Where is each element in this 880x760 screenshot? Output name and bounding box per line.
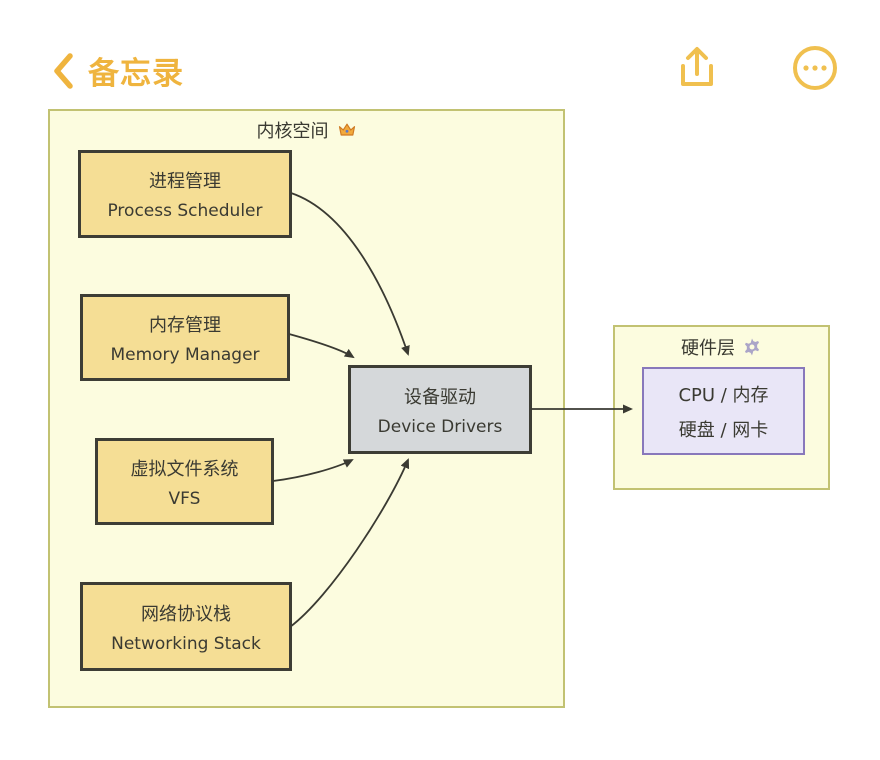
node-label-en: Memory Manager — [110, 344, 260, 365]
more-options-icon[interactable] — [791, 44, 839, 92]
node-label-en: Networking Stack — [111, 633, 261, 654]
node-label-zh: 内存管理 — [149, 314, 221, 336]
kernel-space-title: 内核空间 — [50, 117, 563, 143]
node-label-zh: 网络协议栈 — [141, 603, 231, 625]
hardware-layer-container: 硬件层 CPU / 内存 硬盘 / 网卡 — [613, 325, 830, 490]
chip-line-1: CPU / 内存 — [678, 384, 769, 406]
node-label-zh: 进程管理 — [149, 171, 221, 192]
crown-icon — [338, 123, 355, 136]
share-icon[interactable] — [673, 44, 721, 92]
node-label-zh: 虚拟文件系统 — [130, 458, 239, 480]
node-label-zh: 设备驱动 — [404, 386, 476, 408]
node-networking-stack: 网络协议栈 Networking Stack — [80, 582, 292, 671]
node-process-scheduler: 进程管理 Process Scheduler — [78, 150, 292, 238]
node-memory-manager: 内存管理 Memory Manager — [80, 294, 290, 381]
back-button-label: 备忘录 — [88, 56, 184, 92]
kernel-space-container: 内核空间 进程管理 Process Scheduler 内存管理 Memory … — [48, 109, 565, 708]
navigation-bar: 备忘录 — [0, 0, 880, 100]
node-vfs: 虚拟文件系统 VFS — [95, 438, 274, 525]
chevron-left-icon — [54, 52, 73, 89]
kernel-space-title-text: 内核空间 — [256, 121, 329, 142]
hardware-layer-title-text: 硬件层 — [681, 338, 735, 359]
node-label-en: Device Drivers — [377, 416, 503, 437]
node-hardware-chip: CPU / 内存 硬盘 / 网卡 — [642, 367, 805, 455]
back-button[interactable]: 备忘录 — [52, 48, 184, 93]
gear-icon — [745, 338, 759, 356]
node-label-en: VFS — [168, 488, 201, 509]
node-label-en: Process Scheduler — [107, 201, 263, 221]
node-device-drivers: 设备驱动 Device Drivers — [348, 365, 532, 454]
hardware-layer-title: 硬件层 — [615, 334, 828, 360]
chip-line-2: 硬盘 / 网卡 — [678, 419, 769, 441]
